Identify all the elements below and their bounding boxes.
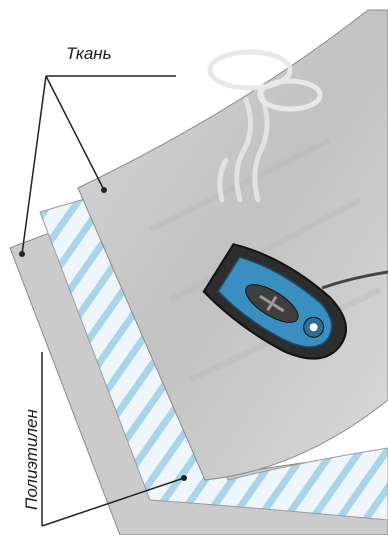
polyethylene-label: Полиэтилен: [22, 409, 42, 510]
fabric-marker: [101, 187, 107, 193]
fabric-label: Ткань: [66, 44, 112, 64]
bottom-fabric-marker: [19, 251, 25, 257]
film-marker: [181, 475, 187, 481]
